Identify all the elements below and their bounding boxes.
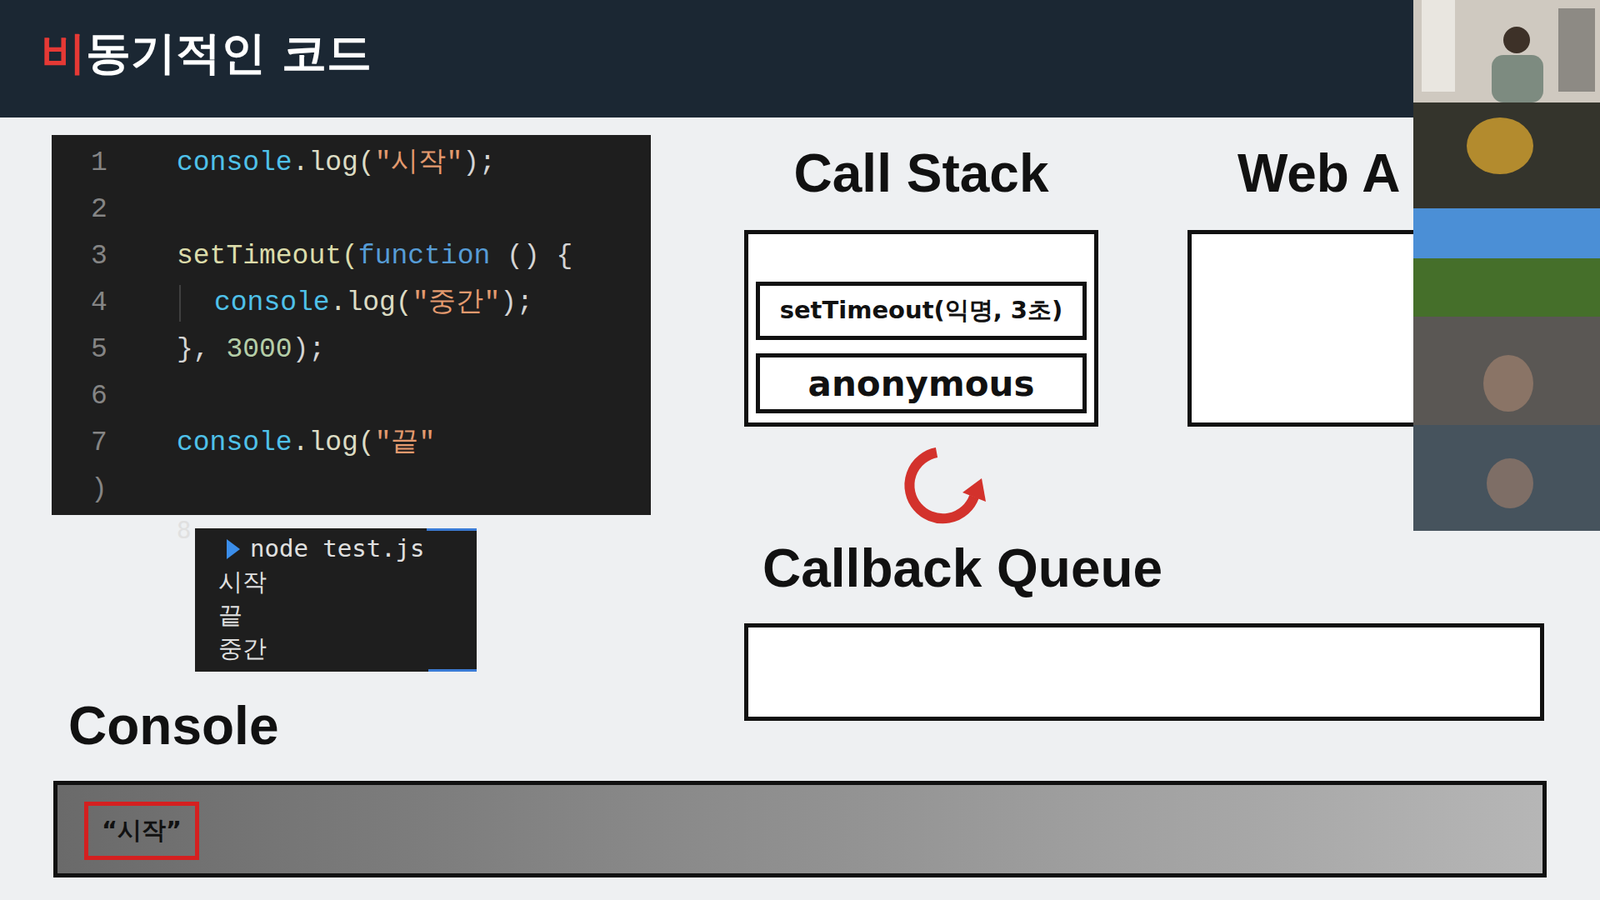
stack-frame: anonymous: [755, 353, 1087, 414]
refresh-arc: [909, 452, 975, 519]
runtime-panel: Web A: [1187, 230, 1414, 427]
code-token: 3000: [225, 326, 292, 374]
panel-heading: Callback Queue: [762, 541, 1163, 595]
terminal-command: node test.js: [250, 531, 425, 565]
indent-guide: [179, 285, 181, 322]
line-number: 3: [85, 233, 114, 280]
frame-label: anonymous: [808, 363, 1035, 405]
code-token: console: [214, 280, 330, 327]
code-editor: 1console.log("시작");23setTimeout(function…: [51, 135, 651, 515]
terminal-output: node test.js시작끝중간: [195, 528, 477, 672]
line-number: 7: [85, 420, 114, 467]
webcam-tile: [1413, 0, 1600, 103]
runtime-panel: Callback Queue: [744, 623, 1545, 721]
webcam-tile: [1413, 102, 1600, 209]
code-token: },: [176, 326, 210, 374]
terminal-line: 시작: [218, 565, 267, 599]
code-row: 7 console.log("끝": [51, 420, 651, 467]
frame-label: setTimeout(익명, 3초): [780, 294, 1064, 328]
webcam-blob: [1486, 458, 1534, 509]
prompt-triangle: [226, 539, 240, 560]
runtime-panel: Call StacksetTimeout(익명, 3초)anonymous: [744, 230, 1099, 427]
webcam-person-head: [1503, 26, 1530, 54]
line-number: ): [85, 466, 114, 514]
terminal-line: 끝: [218, 598, 243, 632]
panel-heading: Console: [68, 699, 279, 753]
code-token: .log(: [292, 420, 375, 467]
code-token: setTimeout(: [176, 233, 359, 280]
line-number: 1: [85, 140, 114, 187]
code-token: () {: [506, 233, 573, 280]
code-row: 1 console.log("시작");: [51, 140, 651, 187]
slide-title: 비동기적인 코드: [40, 26, 372, 80]
code-token: console: [176, 420, 293, 467]
code-row: ): [51, 466, 651, 514]
code-token: "끝": [375, 420, 436, 467]
webcam-tile: [1413, 316, 1600, 425]
refresh-arrow: [909, 452, 986, 519]
webcam-blob: [1466, 117, 1534, 175]
code-line: }, 3000);: [176, 326, 325, 374]
code-row: 3 setTimeout(function () {: [51, 233, 651, 280]
code-token: 8: [176, 513, 191, 547]
webcam-person-body: [1491, 55, 1544, 103]
terminal-line: 중간: [218, 631, 267, 665]
terminal-accent: [428, 669, 477, 672]
stack-frame: setTimeout(익명, 3초): [755, 281, 1087, 340]
line-number: 6: [85, 373, 114, 420]
console-entry: “시작”: [84, 801, 200, 860]
panel-heading: Call Stack: [748, 146, 1095, 200]
code-row: 6: [51, 373, 651, 420]
code-token: .log(: [292, 140, 375, 187]
webcam-panel: [1413, 0, 1600, 531]
code-token: "중간": [412, 280, 501, 327]
line-number: 2: [85, 186, 114, 234]
code-row: 5}, 3000);: [51, 326, 651, 374]
code-line: setTimeout(function () {: [176, 233, 573, 280]
code-token: );: [500, 280, 534, 327]
code-row: 2: [51, 186, 651, 234]
webcam-window: [1421, 0, 1455, 92]
code-token: "시작": [375, 140, 464, 187]
panel-heading: Web A: [1237, 146, 1401, 200]
webcam-blob: [1483, 355, 1534, 412]
webcam-shelf: [1558, 8, 1595, 92]
line-number: 5: [85, 326, 114, 374]
code-line: console.log("시작");: [176, 140, 496, 187]
refresh-head: [962, 478, 986, 502]
code-row: 4 console.log("중간");: [51, 280, 651, 327]
code-token: .log(: [330, 280, 413, 327]
line-number: 4: [85, 280, 114, 327]
terminal-accent: [426, 528, 477, 531]
webcam-tile: [1413, 208, 1600, 259]
webcam-tile: [1413, 258, 1600, 317]
code-token: function: [358, 233, 490, 280]
code-line: console.log("중간");: [214, 280, 534, 327]
code-line: console.log("끝": [176, 420, 435, 467]
console-band: Console“시작”: [53, 780, 1547, 878]
code-token: );: [292, 326, 326, 374]
frame-label: “시작”: [101, 814, 182, 848]
code-token: console: [176, 140, 293, 187]
code-token: );: [462, 140, 496, 187]
webcam-tile: [1413, 425, 1600, 531]
